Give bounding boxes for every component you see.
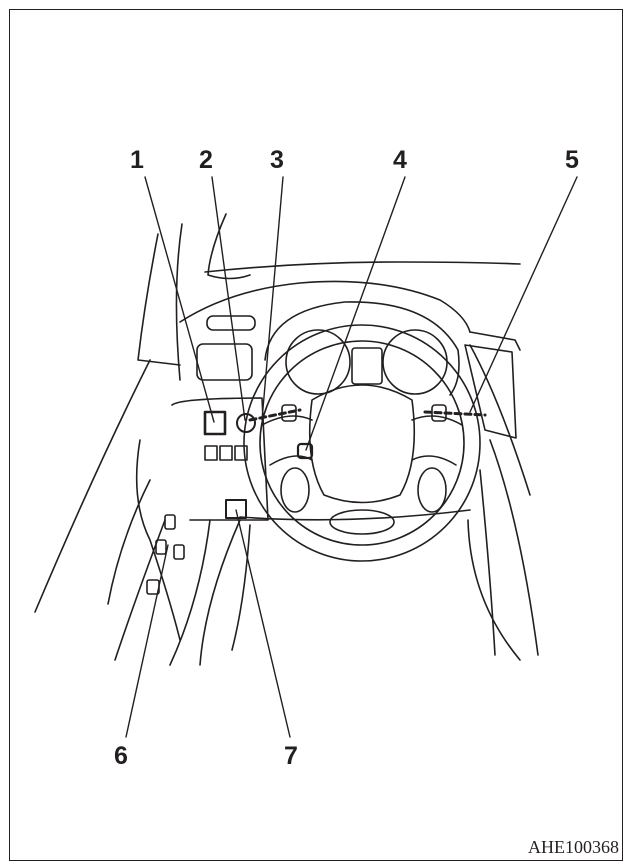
- callout-1: 1: [130, 146, 144, 174]
- console-left: [199, 519, 241, 666]
- window-switch-c: [173, 544, 185, 560]
- door-panel-curve: [135, 439, 181, 641]
- a-pillar-left: [137, 233, 181, 366]
- window-switch-a: [164, 514, 176, 530]
- dashboard-top-edge: [204, 261, 521, 273]
- callout-4: 4: [393, 146, 407, 174]
- steering-wheel-outer: [243, 324, 481, 562]
- callout-5: 5: [565, 146, 579, 174]
- window-switch-b: [155, 539, 167, 555]
- gauge-right: [382, 329, 448, 395]
- leader-4: [305, 176, 406, 451]
- gauge-left: [285, 329, 351, 395]
- steering-spoke-right: [411, 415, 463, 466]
- callout-3: 3: [270, 146, 284, 174]
- callout-2: 2: [199, 146, 213, 174]
- wheel-switch-right-lower: [417, 467, 447, 513]
- switch-row-b: [219, 445, 233, 461]
- lever-right-stalk: [423, 410, 487, 417]
- leader-6: [125, 544, 169, 738]
- leader-7: [235, 509, 291, 738]
- right-column-1: [479, 469, 496, 656]
- cluster-hood: [264, 301, 460, 396]
- steering-bottom-pad: [329, 509, 395, 535]
- vent-left: [196, 343, 253, 381]
- leader-2: [211, 176, 246, 421]
- mirror-stalk: [207, 213, 251, 280]
- gauge-center: [351, 347, 383, 385]
- figure-frame: [9, 9, 623, 861]
- leader-lines: [125, 176, 578, 738]
- switch-2-knob: [236, 413, 256, 433]
- wheel-switch-left-lower: [280, 467, 310, 513]
- vent-right: [464, 344, 517, 439]
- callout-6: 6: [114, 742, 128, 770]
- a-pillar-inner: [175, 223, 183, 381]
- switch-7: [225, 499, 247, 519]
- door-line-long: [34, 359, 151, 613]
- lower-dash-line: [239, 509, 471, 521]
- dash-upper-curve: [179, 280, 471, 333]
- switch-row-a: [204, 445, 218, 461]
- steering-wheel-inner: [259, 340, 465, 546]
- dash-right-edge: [469, 331, 521, 351]
- console-right: [231, 524, 251, 651]
- right-column-3: [489, 439, 539, 656]
- door-armrest: [169, 519, 211, 666]
- leader-5: [469, 176, 578, 413]
- leader-3: [261, 176, 284, 421]
- door-panel-curve-2: [107, 479, 151, 605]
- steering-hub: [308, 384, 416, 504]
- leader-1: [144, 176, 215, 423]
- right-column-2: [467, 519, 521, 661]
- callout-7: 7: [284, 742, 298, 770]
- right-door-trim: [469, 344, 531, 496]
- door-panel-curve-3: [114, 519, 166, 661]
- switch-1: [203, 410, 227, 436]
- switch-row-c: [234, 445, 248, 461]
- lever-left-stalk: [248, 408, 302, 422]
- switch-4: [296, 442, 314, 460]
- figure-code: AHE100368: [528, 837, 619, 857]
